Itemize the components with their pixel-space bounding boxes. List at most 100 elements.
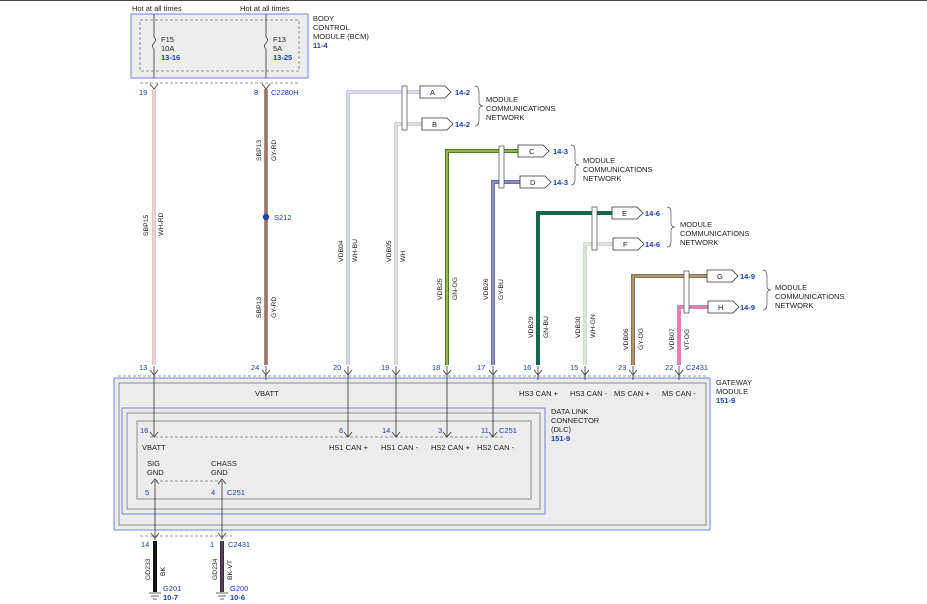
offpage-g: G 14-9 xyxy=(706,269,755,283)
wire-vdb06-color: GY-OG xyxy=(638,328,645,350)
ground-g200-ref: 10-6 xyxy=(230,593,245,602)
ground-g201-ref: 10-7 xyxy=(163,593,178,602)
bcm-connector-c2280h: C2280H xyxy=(271,88,299,97)
gw-ms-can-minus: MS CAN - xyxy=(662,389,696,398)
gw-hs3-can-minus: HS3 CAN - xyxy=(570,389,608,398)
offpage-b-ref: 14-2 xyxy=(455,120,470,129)
offpage-d: D 14-3 xyxy=(519,175,568,189)
gnd-pin-14: 14 xyxy=(141,540,149,549)
twisted-pair-markers xyxy=(401,85,690,314)
offpage-f-letter: F xyxy=(623,240,628,249)
wire-sbp15: SBP15 WH-RD xyxy=(143,89,165,365)
gw-ms-can-plus: MS CAN + xyxy=(614,389,650,398)
dlc-hs2-can-plus: HS2 CAN + xyxy=(431,443,471,452)
dlc-pin-14: 14 xyxy=(382,426,390,435)
dlc-hs2-can-minus: HS2 CAN - xyxy=(477,443,515,452)
gw-pin-20: 20 xyxy=(333,363,341,372)
gw-pin-17: 17 xyxy=(477,363,485,372)
offpage-b-letter: B xyxy=(432,120,437,129)
wire-vdb26: VDB26 GY-BU xyxy=(483,180,520,365)
network-3-line-1: MODULE xyxy=(680,220,712,229)
gd234-circuit: GD234 xyxy=(212,558,219,580)
dlc-ref: 151-9 xyxy=(551,434,570,443)
wire-vdb05-circuit: VDB05 xyxy=(386,240,393,262)
gw-hs3-can-plus: HS3 CAN + xyxy=(519,389,559,398)
wire-vdb30: VDB30 WH-GN xyxy=(575,242,613,365)
gnd-pin-1: 1 xyxy=(210,540,214,549)
network-2-line-1: MODULE xyxy=(583,156,615,165)
gnd-connector-c2431: C2431 xyxy=(228,540,250,549)
dlc-chass-gnd-2: GND xyxy=(211,468,228,477)
wire-vdb25: VDB25 GN-OG xyxy=(437,149,518,365)
splice-s212: S212 xyxy=(274,213,292,222)
wire-vdb30-circuit: VDB30 xyxy=(575,316,582,338)
wire-vdb04-circuit: VDB04 xyxy=(338,240,345,262)
dlc-pin-6: 6 xyxy=(339,426,343,435)
bcm-pin-19: 19 xyxy=(139,88,147,97)
bcm-title-1: BODY xyxy=(313,14,334,23)
dlc-sig-gnd-2: GND xyxy=(147,468,164,477)
fuse-f15-rating: 10A xyxy=(161,44,174,53)
network-1-line-2: COMMUNICATIONS xyxy=(486,104,555,113)
network-2-line-3: NETWORK xyxy=(583,174,621,183)
wire-vdb25-color: GN-OG xyxy=(452,277,459,300)
wire-sbp13-color-lower: GY-RD xyxy=(271,297,278,318)
wire-vdb29-circuit: VDB29 xyxy=(528,316,535,338)
bcm-module: BODY CONTROL MODULE (BCM) 11-4 F15 10A 1… xyxy=(130,13,369,79)
gd234-color: BK-VT xyxy=(227,560,234,580)
wire-sbp13-color-upper: GY-RD xyxy=(271,140,278,161)
network-3-line-3: NETWORK xyxy=(680,238,718,247)
gd233-color: BK xyxy=(160,566,167,576)
offpage-c-ref: 14-3 xyxy=(553,147,568,156)
gw-pin-22: 22 xyxy=(665,363,673,372)
dlc-connector-c251-bottom: C251 xyxy=(227,488,245,497)
wire-vdb26-color: GY-BU xyxy=(498,279,505,300)
offpage-b: B 14-2 xyxy=(421,117,470,131)
ground-g201-icon xyxy=(149,592,161,600)
offpage-h-ref: 14-9 xyxy=(740,303,755,312)
fuse-f15-icon xyxy=(152,36,156,50)
fuse-f15-ref: 13-16 xyxy=(161,53,180,62)
dlc-pin-11: 11 xyxy=(481,426,489,435)
dlc-chass-gnd-1: CHASS xyxy=(211,459,237,468)
offpage-g-letter: G xyxy=(717,272,723,281)
wire-sbp13-circuit-lower: SBP13 xyxy=(256,297,263,318)
network-4-line-2: COMMUNICATIONS xyxy=(775,292,844,301)
wire-vdb07: VDB07 VT-OG xyxy=(669,305,708,365)
wire-sbp13: SBP13 GY-RD S212 SBP13 GY-RD xyxy=(256,89,292,365)
wire-vdb26-circuit: VDB26 xyxy=(483,278,490,300)
offpage-c: C 14-3 xyxy=(517,144,568,158)
hot-label-1: Hot at all times xyxy=(132,4,182,13)
offpage-f: F 14-6 xyxy=(612,237,660,251)
dlc-pin-16: 16 xyxy=(140,426,148,435)
wire-vdb07-circuit: VDB07 xyxy=(669,328,676,350)
wire-vdb06: VDB06 GY-OG xyxy=(623,274,707,365)
network-4-line-1: MODULE xyxy=(775,283,807,292)
dlc-connector: DATA LINK CONNECTOR (DLC) 151-9 16 6 14 … xyxy=(121,407,600,515)
wire-vdb29: VDB29 GN-BU xyxy=(528,211,612,365)
gw-ref: 151-9 xyxy=(716,396,735,405)
ground-g200: G200 xyxy=(230,584,248,593)
gw-pin-24: 24 xyxy=(251,363,259,372)
bcm-title-3: MODULE (BCM) xyxy=(313,32,369,41)
fuse-f13-rating: 5A xyxy=(273,44,282,53)
gd233-circuit: GD233 xyxy=(145,558,152,580)
dlc-sig-gnd-1: SIG xyxy=(147,459,160,468)
offpage-e-letter: E xyxy=(622,209,627,218)
fuse-f13-icon xyxy=(264,36,268,50)
wire-sbp15-color: WH-RD xyxy=(158,213,165,236)
wire-vdb04-color: WH-BU xyxy=(352,239,359,262)
offpage-f-ref: 14-6 xyxy=(645,240,660,249)
splice-s212-icon xyxy=(262,213,270,221)
wire-vdb25-circuit: VDB25 xyxy=(437,278,444,300)
offpage-a: A 14-2 xyxy=(419,85,470,99)
offpage-g-ref: 14-9 xyxy=(740,272,755,281)
offpage-d-letter: D xyxy=(530,178,536,187)
ground-section: 14 1 C2431 GD233 BK GD234 BK-VT G201 10-… xyxy=(140,532,250,602)
fuse-f13-id: F13 xyxy=(273,35,286,44)
network-labels: MODULE COMMUNICATIONS NETWORK MODULE COM… xyxy=(474,85,844,311)
wire-sbp15-circuit: SBP15 xyxy=(143,215,150,236)
network-1-line-1: MODULE xyxy=(486,95,518,104)
offpage-e-ref: 14-6 xyxy=(645,209,660,218)
gw-title-1: GATEWAY xyxy=(716,378,752,387)
